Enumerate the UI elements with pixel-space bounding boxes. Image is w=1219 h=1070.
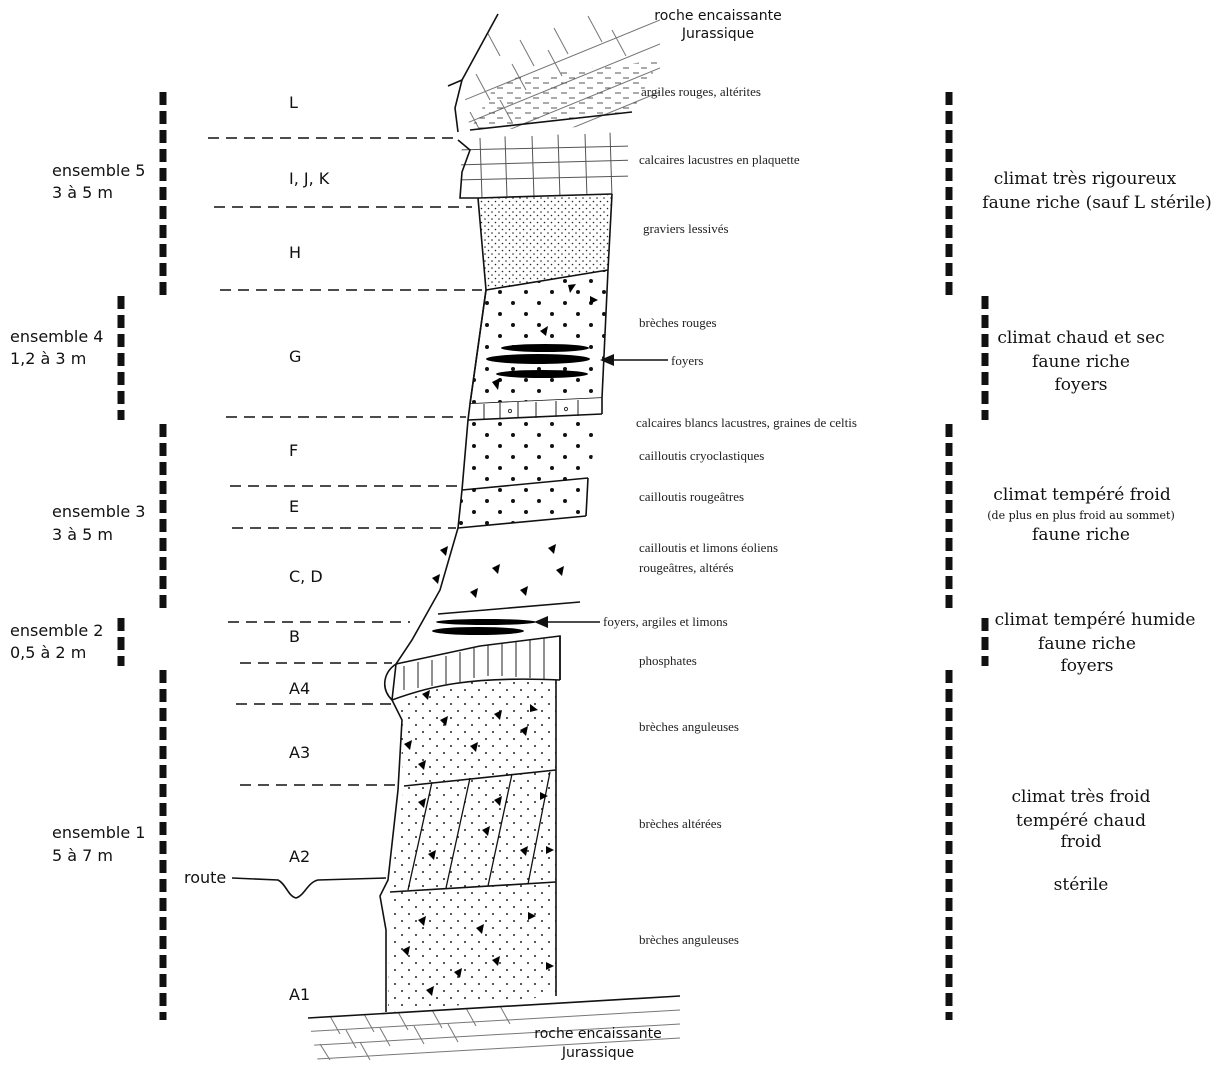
desc-foyers-argiles: foyers, argiles et limons <box>603 614 728 629</box>
desc-breches-anguleuses-2: brèches anguleuses <box>639 932 739 947</box>
layer-code-A3: A3 <box>289 743 310 762</box>
desc-cailloutis-limons: cailloutis et limons éoliens <box>639 540 778 555</box>
desc-breches-anguleuses-1: brèches anguleuses <box>639 719 739 734</box>
climate-4-line-2: faune riche <box>1032 352 1130 372</box>
desc-calcaires-plaquette: calcaires lacustres en plaquette <box>639 152 800 167</box>
desc-cryoclastiques: cailloutis cryoclastiques <box>639 448 764 463</box>
climate-2-line-2: faune riche <box>1038 634 1136 654</box>
ensemble-3-range: 3 à 5 m <box>52 525 113 544</box>
layer-descriptions: argiles rouges, altérites calcaires lacu… <box>603 84 857 947</box>
desc-foyers: foyers <box>671 353 704 368</box>
desc-calcaires-blancs: calcaires blancs lacustres, graines de c… <box>636 415 857 430</box>
climate-4-line-1: climat chaud et sec <box>997 328 1164 348</box>
layer-A2-fill <box>390 770 556 892</box>
climate-1-line-4: stérile <box>1054 875 1109 895</box>
climate-1-line-1: climat très froid <box>1011 787 1150 807</box>
climate-notes: climat très rigoureux faune riche (sauf … <box>982 169 1211 895</box>
layer-code-B: B <box>289 627 300 646</box>
layer-code-IJK: I, J, K <box>289 169 330 188</box>
layer-G <box>470 270 608 404</box>
ensemble-5-range: 3 à 5 m <box>52 183 113 202</box>
climate-1-line-3: froid <box>1061 832 1102 852</box>
desc-cailloutis-rougeatres: cailloutis rougeâtres <box>639 489 744 504</box>
layer-code-A4: A4 <box>289 679 310 698</box>
layer-codes: L I, J, K H G F E C, D B A4 A3 A2 A1 <box>289 93 330 1004</box>
climate-3-line-3: faune riche <box>1032 525 1130 545</box>
ensemble-3-name: ensemble 3 <box>52 502 145 521</box>
layer-boundaries <box>208 138 482 785</box>
desc-phosphates: phosphates <box>639 653 697 668</box>
bottom-rock-age: Jurassique <box>561 1045 634 1061</box>
ensemble-2-range: 0,5 à 2 m <box>10 643 86 662</box>
climate-2-line-3: foyers <box>1060 656 1113 676</box>
layer-code-A2: A2 <box>289 847 310 866</box>
ensemble-bars-left <box>121 92 163 1020</box>
bottom-rock-name: roche encaissante <box>534 1026 661 1042</box>
layer-code-G: G <box>289 347 301 366</box>
climate-3-line-2: (de plus en plus froid au sommet) <box>987 509 1175 522</box>
layer-A3-fill <box>398 680 556 786</box>
layer-CD <box>432 544 580 614</box>
layer-code-F: F <box>289 441 298 460</box>
desc-graviers: graviers lessivés <box>643 221 729 236</box>
layer-code-H: H <box>289 243 301 262</box>
desc-breches-alterees: brèches altérées <box>639 816 722 831</box>
layer-A1-fill <box>388 882 556 1012</box>
road-label: route <box>184 868 226 887</box>
ensemble-4-name: ensemble 4 <box>10 327 103 346</box>
ensemble-labels: ensemble 5 3 à 5 m ensemble 4 1,2 à 3 m … <box>10 161 145 865</box>
layer-code-L: L <box>289 93 298 112</box>
top-bedrock-label: roche encaissante Jurassique <box>654 8 781 42</box>
climate-5-line-2: faune riche (sauf L stérile) <box>982 193 1211 213</box>
ensemble-5-name: ensemble 5 <box>52 161 145 180</box>
ensemble-4-range: 1,2 à 3 m <box>10 349 86 368</box>
road-profile <box>232 878 386 898</box>
layer-code-A1: A1 <box>289 985 310 1004</box>
hearth-B-2 <box>432 627 524 635</box>
layer-code-E: E <box>289 497 299 516</box>
layer-code-CD: C, D <box>289 567 323 586</box>
top-rock-age: Jurassique <box>681 26 754 42</box>
desc-argiles: argiles rouges, altérites <box>641 84 761 99</box>
ensemble-1-range: 5 à 7 m <box>52 846 113 865</box>
desc-breches-rouges: brèches rouges <box>639 315 717 330</box>
climate-1-line-2: tempéré chaud <box>1016 811 1146 831</box>
climate-2-line-1: climat tempéré humide <box>995 610 1196 630</box>
ensemble-1-name: ensemble 1 <box>52 823 145 842</box>
top-rock-name: roche encaissante <box>654 8 781 24</box>
climate-4-line-3: foyers <box>1054 375 1107 395</box>
ensemble-2-name: ensemble 2 <box>10 621 103 640</box>
climate-3-line-1: climat tempéré froid <box>993 485 1171 505</box>
hearth-B-1 <box>436 619 536 625</box>
climate-5-line-1: climat très rigoureux <box>994 169 1177 189</box>
desc-rougeatres-alteres: rougeâtres, altérés <box>639 560 734 575</box>
climate-bars-right <box>949 92 985 1020</box>
